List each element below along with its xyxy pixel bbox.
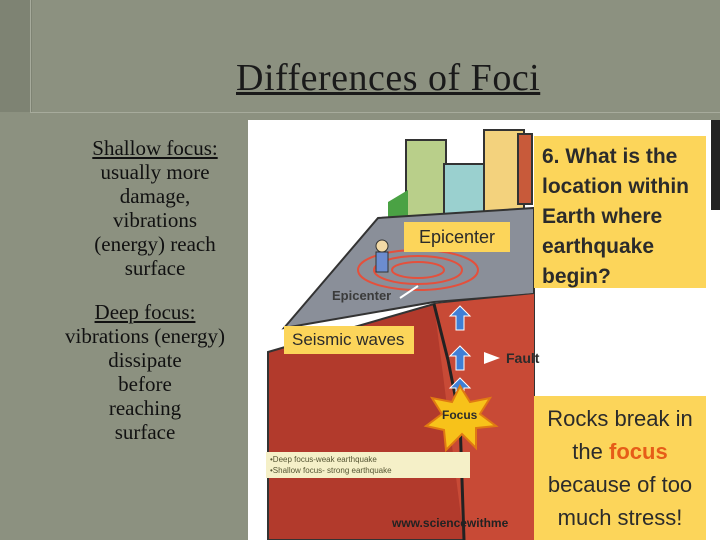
deep-focus-line: vibrations (energy): [40, 324, 250, 348]
rocks-the-text: the: [572, 439, 609, 464]
earthquake-diagram: 6. What is the location within Earth whe…: [248, 120, 720, 540]
building-icon: [518, 134, 532, 204]
question-line: 6. What is the: [542, 142, 698, 172]
deep-focus-line: surface: [40, 420, 250, 444]
epicenter-callout: Epicenter: [404, 222, 510, 252]
focus-legend: •Deep focus-weak earthquake •Shallow foc…: [266, 452, 470, 478]
slide-title: Differences of Foci: [236, 56, 540, 100]
rocks-focus-highlight: focus: [609, 439, 668, 464]
deep-focus-line: before: [40, 372, 250, 396]
shallow-focus-line: (energy) reach: [60, 232, 250, 256]
fault-label: Fault: [506, 350, 539, 366]
shallow-focus-text: Shallow focus: usually more damage, vibr…: [60, 136, 250, 280]
rocks-line: much stress!: [534, 501, 706, 534]
question-line: earthquake: [542, 232, 698, 262]
frame-divider-vertical: [30, 0, 31, 113]
shallow-focus-line: usually more: [60, 160, 250, 184]
shallow-focus-line: surface: [60, 256, 250, 280]
deep-focus-line: reaching: [40, 396, 250, 420]
source-website: www.sciencewithme: [392, 516, 508, 530]
epicenter-label: Epicenter: [332, 288, 391, 303]
rocks-line: Rocks break in: [534, 402, 706, 435]
slide-frame-corner: [0, 0, 32, 112]
rocks-line: the focus: [534, 435, 706, 468]
rocks-break-callout: Rocks break in the focus because of too …: [534, 396, 706, 540]
seismic-waves-callout: Seismic waves: [284, 326, 414, 354]
image-edge: [711, 120, 720, 210]
rocks-line: because of too: [534, 468, 706, 501]
question-line: location within: [542, 172, 698, 202]
shallow-focus-line: vibrations: [60, 208, 250, 232]
deep-focus-text: Deep focus: vibrations (energy) dissipat…: [40, 300, 250, 444]
question-callout: 6. What is the location within Earth whe…: [534, 136, 706, 288]
person-icon: [376, 240, 388, 252]
question-line: Earth where: [542, 202, 698, 232]
shallow-focus-heading: Shallow focus:: [60, 136, 250, 160]
frame-divider-horizontal: [30, 112, 720, 113]
legend-item: •Shallow focus- strong earthquake: [270, 465, 466, 476]
focus-label: Focus: [442, 408, 477, 422]
shallow-focus-line: damage,: [60, 184, 250, 208]
question-line: begin?: [542, 262, 698, 292]
person-icon: [376, 252, 388, 272]
legend-item: •Deep focus-weak earthquake: [270, 454, 466, 465]
deep-focus-heading: Deep focus:: [40, 300, 250, 324]
deep-focus-line: dissipate: [40, 348, 250, 372]
